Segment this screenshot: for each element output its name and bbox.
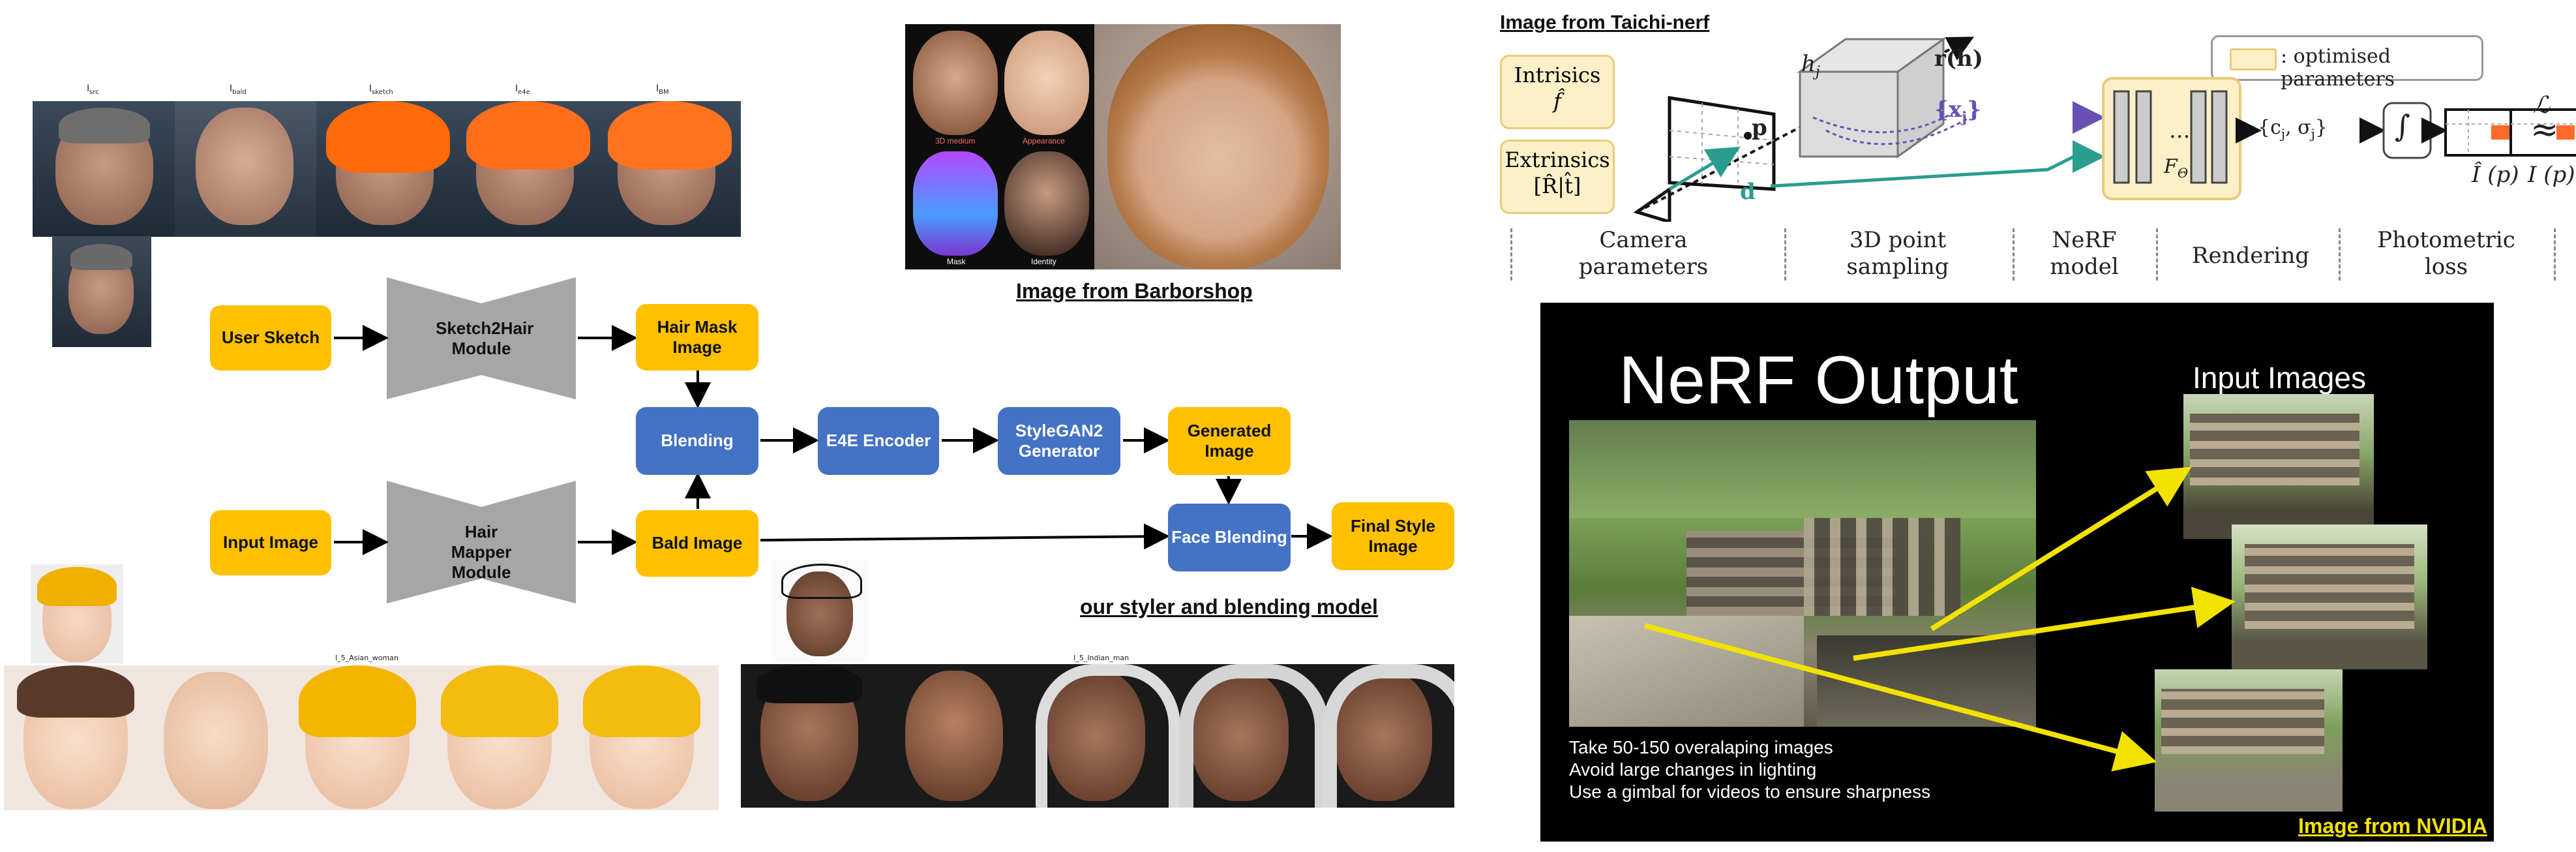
legend-swatch: [2230, 48, 2277, 70]
label-direction: d: [1740, 179, 1756, 205]
sketch2hair-label: Sketch2Hair Module: [436, 318, 534, 359]
source-face-thumbnail: [52, 236, 151, 347]
barbershop-label-identity: Identity: [1031, 257, 1056, 266]
man-strip-label: I_5_Indian_man: [1073, 654, 1130, 662]
section-3d-point-sampling: 3D point sampling: [1846, 227, 1949, 280]
label-ray: r(h): [1934, 46, 1983, 72]
label-points: {xj}: [1934, 97, 1981, 126]
label-dots: ...: [2169, 117, 2191, 144]
section-rendering: Rendering: [2191, 243, 2310, 269]
hair-mapper-module-shape: [387, 481, 481, 603]
extrinsics-box: Extrinsics [R̂|t̂]: [1500, 140, 1615, 214]
input-image-2: [2232, 525, 2427, 669]
man-sketch-thumbnail: [772, 560, 867, 663]
label-i: I (p): [2528, 162, 2575, 188]
woman-result-strip: [4, 665, 719, 810]
label-ftheta: FΘ: [2164, 155, 2189, 181]
input-images-title: Input Images: [2193, 361, 2366, 395]
generated-image-block: Generated Image: [1168, 407, 1291, 475]
section-camera-parameters: Camera parameters: [1578, 227, 1709, 280]
intrinsics-title: Intrisics: [1514, 63, 1601, 87]
extrinsics-symbol: [R̂|t̂]: [1533, 174, 1581, 198]
label-color-density: {cj, σj}: [2258, 116, 2328, 142]
user-sketch-block: User Sketch: [210, 305, 331, 371]
bald-image-block: Bald Image: [636, 510, 758, 577]
hair-mapper-label: Hair Mapper Module: [451, 522, 512, 583]
barbershop-label-mask: Mask: [947, 257, 966, 266]
sketch2hair-module-shape: [387, 277, 481, 399]
face-blending-block: Face Blending: [1168, 504, 1291, 571]
nvidia-slide: NeRF Output Input Images Take 50-150 ove…: [1540, 303, 2494, 842]
styler-blending-caption: our styler and blending model: [1080, 595, 1378, 618]
label-pixel: p: [1752, 115, 1767, 141]
barbershop-caption: Image from Barborshop: [1016, 279, 1253, 303]
extrinsics-title: Extrinsics: [1505, 147, 1610, 172]
nerf-output-title: NeRF Output: [1619, 342, 2018, 418]
e4e-encoder-block: E4E Encoder: [818, 407, 939, 475]
nvidia-bullet-1: Take 50-150 overalaping images: [1569, 737, 1833, 757]
barbershop-image: 3D medium Appearance Mask Identity: [905, 24, 1341, 269]
label-approx: ≈: [2530, 110, 2559, 149]
legend-box: : optimised parameters: [2211, 35, 2483, 91]
nvidia-bullet-2: Avoid large changes in lighting: [1569, 759, 1817, 780]
blending-block: Blending: [636, 407, 758, 475]
input-image-block: Input Image: [210, 510, 331, 575]
section-photometric-loss: Photometric loss: [2377, 227, 2515, 280]
legend-label: : optimised parameters: [2281, 45, 2395, 91]
nvidia-yellow-arrows: [1643, 466, 2236, 772]
section-nerf-model: NeRF model: [2050, 227, 2119, 280]
input-image-1: [2183, 394, 2374, 539]
label-integral: ∫: [2395, 108, 2410, 144]
top-label-bald: Ibald: [230, 84, 247, 96]
hair-result-strip-top: [33, 101, 741, 237]
label-i-hat: Î (p): [2472, 162, 2519, 188]
label-h: hj: [1801, 51, 1820, 80]
intrinsics-box: Intrisics f̂: [1500, 55, 1615, 129]
top-label-src: Isrc: [87, 84, 99, 96]
input-image-3: [2155, 669, 2343, 812]
stylegan2-generator-block: StyleGAN2 Generator: [998, 407, 1120, 475]
woman-strip-label: I_5_Asian_woman: [335, 654, 398, 662]
hair-mask-block: Hair Mask Image: [636, 304, 758, 371]
top-label-sketch: Isketch: [369, 84, 393, 96]
top-label-e4e: Ie4e: [515, 84, 530, 96]
barbershop-label-structure: 3D medium: [935, 136, 976, 145]
man-result-strip: [741, 664, 1454, 808]
nerf-output-scene: [1569, 420, 2036, 727]
intrinsics-symbol: f̂: [1553, 89, 1561, 114]
nerf-pipeline-graphic: [1633, 37, 2576, 222]
label-loss: ℒ: [2533, 92, 2550, 119]
top-label-bm: IBM: [656, 84, 669, 96]
final-style-image-block: Final Style Image: [1332, 502, 1454, 570]
hair-flow-arrows: [334, 277, 1333, 603]
woman-source-thumbnail: [31, 564, 123, 663]
taichi-nerf-caption: Image from Taichi-nerf: [1500, 12, 1710, 33]
barbershop-label-appearance: Appearance: [1023, 136, 1065, 145]
nvidia-bullet-3: Use a gimbal for videos to ensure sharpn…: [1569, 782, 1931, 802]
nvidia-caption: Image from NVIDIA: [2298, 814, 2487, 838]
